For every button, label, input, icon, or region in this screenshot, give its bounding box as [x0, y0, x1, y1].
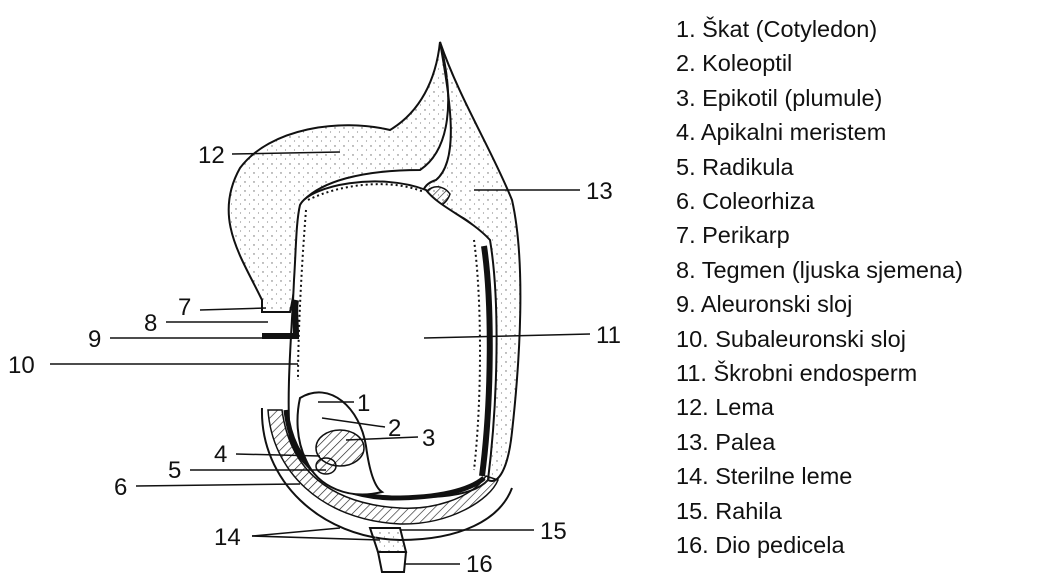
callout-8: 8: [144, 310, 157, 337]
callout-10: 10: [8, 352, 35, 379]
legend-item: 16. Dio pedicela: [676, 528, 1036, 562]
rice-grain-cross-section: 1 2 3 4 5 6 7 8 9 10 11 12 13 14 15 16: [0, 0, 640, 574]
leader-14a: [252, 536, 380, 540]
callout-14: 14: [214, 524, 241, 551]
legend-item: 4. Apikalni meristem: [676, 115, 1036, 149]
legend-item: 14. Sterilne leme: [676, 459, 1036, 493]
legend-item: 15. Rahila: [676, 494, 1036, 528]
callout-9: 9: [88, 326, 101, 353]
callout-5: 5: [168, 457, 181, 484]
legend-item: 5. Radikula: [676, 150, 1036, 184]
legend-item: 11. Škrobni endosperm: [676, 356, 1036, 390]
callout-12: 12: [198, 142, 225, 169]
leader-14b: [252, 528, 340, 536]
pedicel-shape: [378, 552, 406, 572]
leader-6: [136, 484, 300, 486]
radicle-shape: [316, 458, 336, 474]
legend-item: 7. Perikarp: [676, 218, 1036, 252]
legend-item: 9. Aleuronski sloj: [676, 287, 1036, 321]
callout-6: 6: [114, 474, 127, 501]
legend-item: 1. Škat (Cotyledon): [676, 12, 1036, 46]
callout-2: 2: [388, 415, 401, 442]
callout-16: 16: [466, 551, 493, 574]
legend-item: 3. Epikotil (plumule): [676, 81, 1036, 115]
legend-item: 2. Koleoptil: [676, 46, 1036, 80]
callout-11: 11: [596, 322, 621, 349]
legend-item: 12. Lema: [676, 390, 1036, 424]
legend-item: 8. Tegmen (ljuska sjemena): [676, 253, 1036, 287]
leader-7: [200, 308, 266, 310]
legend-item: 13. Palea: [676, 425, 1036, 459]
callout-13: 13: [586, 178, 613, 205]
callout-4: 4: [214, 441, 227, 468]
callout-7: 7: [178, 294, 191, 321]
callout-15: 15: [540, 518, 567, 545]
callout-1: 1: [357, 390, 370, 417]
legend-list: 1. Škat (Cotyledon) 2. Koleoptil 3. Epik…: [676, 12, 1036, 563]
legend-item: 6. Coleorhiza: [676, 184, 1036, 218]
legend-item: 10. Subaleuronski sloj: [676, 322, 1036, 356]
callout-3: 3: [422, 425, 435, 452]
